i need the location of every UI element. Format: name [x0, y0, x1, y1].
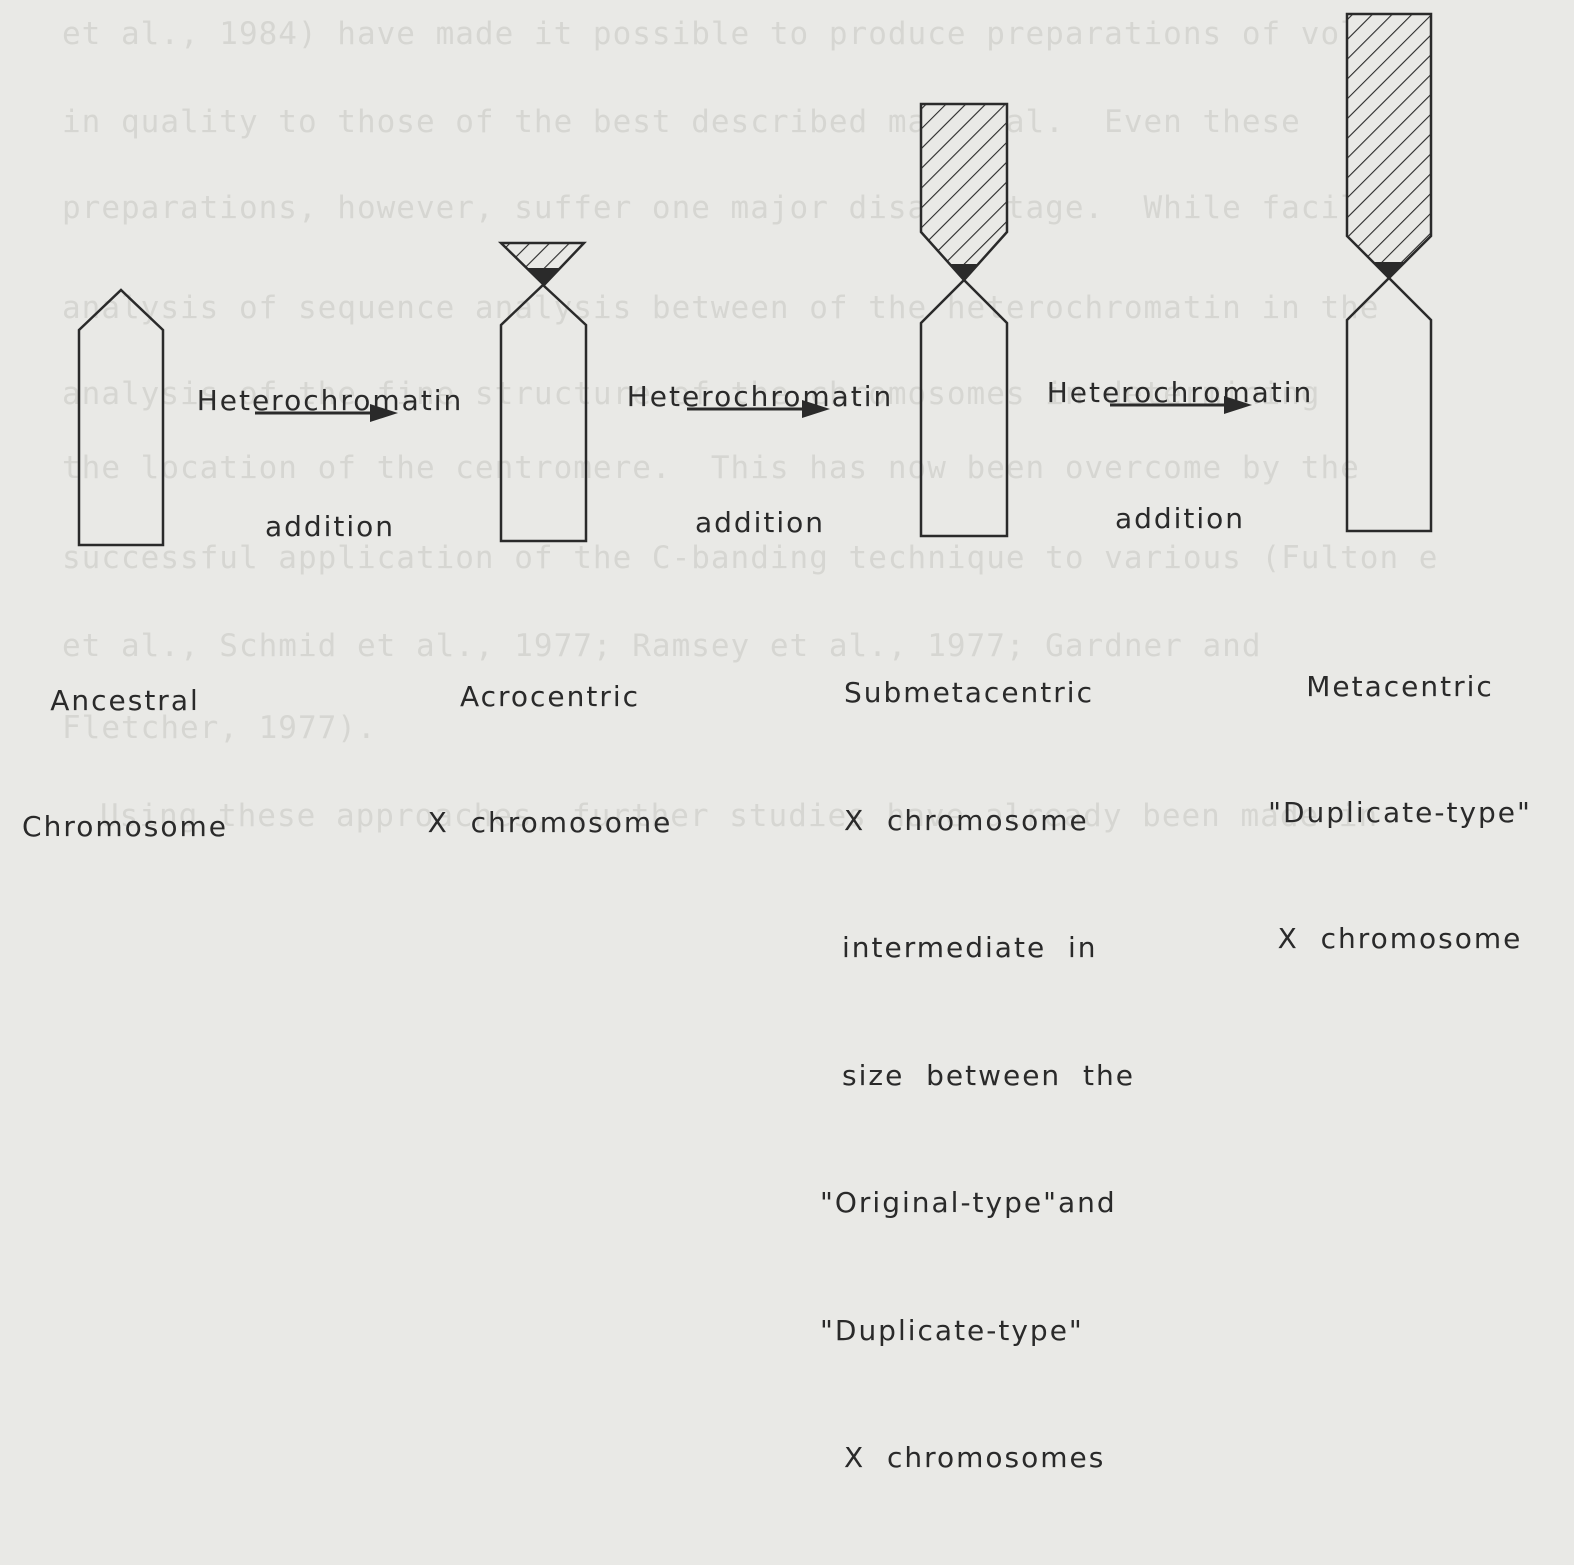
caption-line: Chromosome: [0, 806, 250, 848]
submetacentric-caption: Submetacentric X chromosome intermediate…: [820, 587, 1135, 1565]
ancestral-chromosome-shape: [79, 290, 163, 545]
caption-line: "Original-type"and: [820, 1182, 1135, 1225]
arrow-3-label-line2: addition: [1025, 498, 1335, 540]
figure-page: et al., 1984) have made it possible to p…: [0, 0, 1574, 883]
arrow-2-label-line1: Heterochromatin: [605, 376, 915, 418]
arrow-1-label: Heterochromatin addition: [175, 296, 485, 632]
caption-line: intermediate in: [820, 927, 1135, 970]
submetacentric-chromosome-shape: [921, 104, 1007, 536]
arrow-1-label-line1: Heterochromatin: [175, 380, 485, 422]
ancestral-caption: Ancestral Chromosome: [0, 596, 250, 932]
arrow-3-label: Heterochromatin addition: [1025, 288, 1335, 624]
metacentric-caption: Metacentric "Duplicate-type" X chromosom…: [1235, 582, 1565, 1044]
caption-line: Acrocentric: [395, 676, 705, 718]
arrow-2-label: Heterochromatin addition: [605, 292, 915, 628]
metacentric-chromosome-shape: [1347, 14, 1431, 531]
arrow-2-label-line2: addition: [605, 502, 915, 544]
acrocentric-caption: Acrocentric X chromosome: [395, 592, 705, 928]
caption-line: X chromosome: [820, 800, 1135, 843]
acrocentric-chromosome-shape: [501, 243, 586, 541]
caption-line: X chromosome: [395, 802, 705, 844]
arrow-3-label-line1: Heterochromatin: [1025, 372, 1335, 414]
arrow-1-label-line2: addition: [175, 506, 485, 548]
caption-line: Metacentric: [1235, 666, 1565, 708]
caption-line: X chromosomes: [820, 1437, 1135, 1480]
caption-line: Submetacentric: [820, 672, 1135, 715]
caption-line: "Duplicate-type": [820, 1310, 1135, 1353]
caption-line: X chromosome: [1235, 918, 1565, 960]
caption-line: Ancestral: [0, 680, 250, 722]
caption-line: size between the: [820, 1055, 1135, 1098]
caption-line: "Duplicate-type": [1235, 792, 1565, 834]
